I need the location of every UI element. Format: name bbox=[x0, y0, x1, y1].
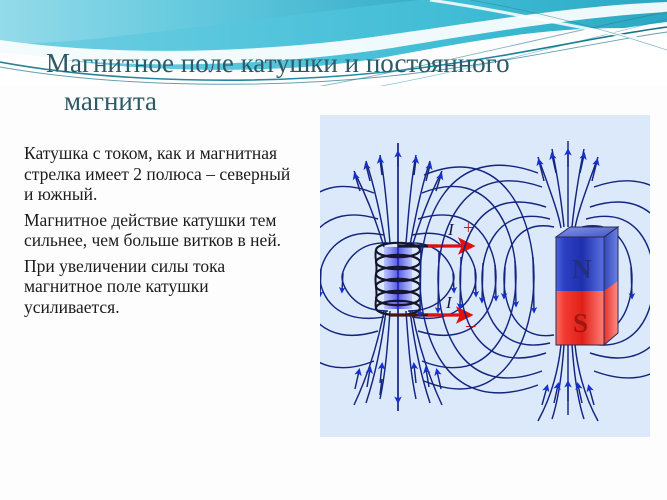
title-line-2: магнита bbox=[64, 86, 157, 116]
current-label-bottom-symbol: I bbox=[445, 293, 453, 312]
page-title: Магнитное поле катушки и постоянного магн… bbox=[46, 44, 646, 120]
body-paragraph-3: При увеличении силы тока магнитное поле … bbox=[24, 255, 226, 317]
current-label-bottom-sign: – bbox=[465, 315, 476, 336]
coil-current-labels: I + I – bbox=[445, 218, 476, 336]
magnet-south-label: S bbox=[573, 308, 588, 338]
wave-hairline-5 bbox=[429, 0, 667, 46]
wave-hairline-6 bbox=[469, 0, 667, 51]
bar-magnet: N S bbox=[554, 226, 620, 347]
wave-hairline-4 bbox=[379, 18, 667, 86]
coil-leads bbox=[390, 237, 476, 324]
wave-hairline-2 bbox=[0, 31, 667, 85]
illustration-panel: I + I – bbox=[320, 115, 650, 437]
body-paragraph-1: Катушка с током, как и магнитная стрелка… bbox=[24, 143, 291, 204]
wave-hairline-1 bbox=[0, 26, 667, 81]
coil-winding-helix bbox=[374, 249, 378, 310]
wave-hairline-3 bbox=[319, 11, 667, 86]
magnet-north-label: N bbox=[572, 254, 592, 284]
current-label-top-sign: + bbox=[463, 218, 474, 239]
body-paragraph-2: Магнитное действие катушки тем сильнее, … bbox=[24, 209, 282, 251]
wave-ribbon-white-upper bbox=[0, 2, 667, 65]
coil-field-lines bbox=[320, 142, 538, 411]
header-wave-decoration bbox=[0, 0, 667, 86]
title-line-1: Магнитное поле катушки и постоянного bbox=[46, 48, 510, 78]
wave-band-lower-white bbox=[0, 22, 667, 86]
wave-band-secondary bbox=[0, 0, 420, 44]
body-text-block: Катушка с током, как и магнитная стрелка… bbox=[24, 143, 292, 322]
current-label-top-symbol: I bbox=[447, 220, 455, 239]
